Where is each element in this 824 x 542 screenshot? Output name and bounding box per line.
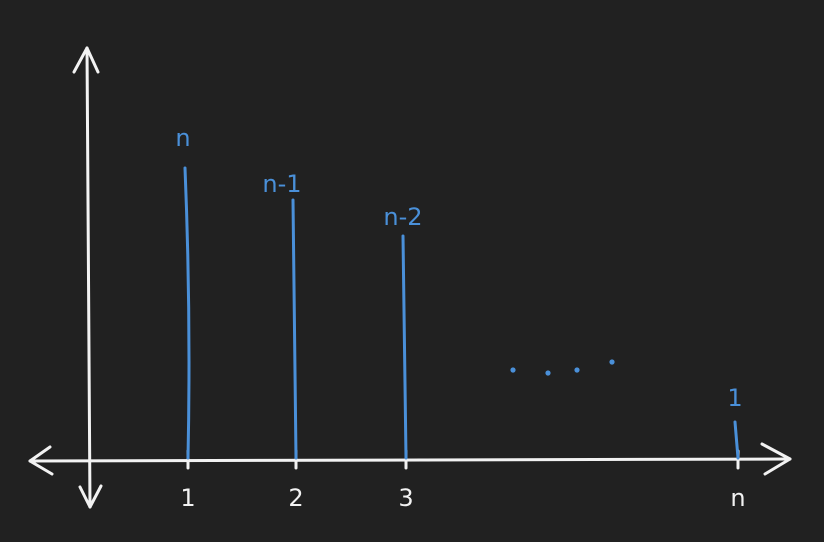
ellipsis-dot-3: [574, 367, 580, 373]
ellipsis-dots: [510, 359, 615, 376]
bar-2: [291, 198, 298, 460]
bar-label-2: n-1: [262, 170, 301, 198]
x-tick-label-4: n: [730, 484, 745, 512]
bar-1: [183, 166, 191, 460]
ellipsis-dot-1: [510, 367, 516, 373]
ellipsis-dot-4: [609, 359, 615, 365]
ellipsis-dot-2: [545, 370, 551, 376]
bar-label-1: n: [175, 124, 190, 152]
x-axis-right-arrowhead: [760, 442, 792, 476]
x-tick-label-2: 2: [288, 484, 303, 512]
bar-label-3: n-2: [383, 203, 422, 231]
x-axis-line: [28, 457, 792, 463]
axes: [28, 46, 792, 509]
bars: n n-1 n-2 1: [175, 124, 743, 460]
x-tick-label-1: 1: [180, 484, 195, 512]
bar-3: [401, 234, 408, 460]
bar-label-4: 1: [727, 384, 742, 412]
x-tick-label-3: 3: [398, 484, 413, 512]
y-axis-line: [85, 46, 92, 509]
x-axis-left-arrowhead: [28, 445, 54, 476]
bar-4: [733, 420, 740, 460]
y-axis-top-arrowhead: [72, 46, 100, 74]
y-axis-bottom-arrowhead: [78, 484, 103, 509]
